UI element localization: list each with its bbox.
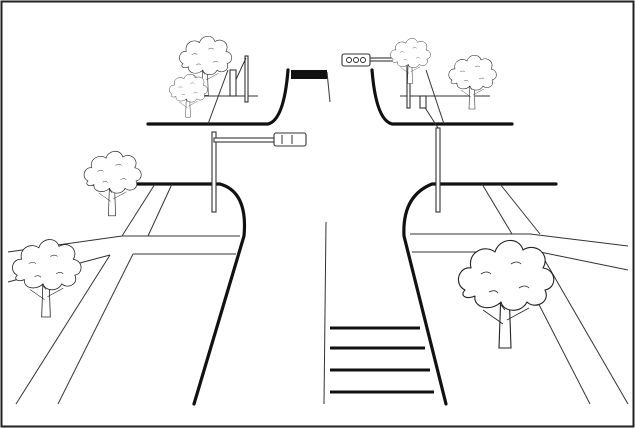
traffic-signal-icon — [274, 133, 306, 146]
signal-pole-icon — [436, 128, 440, 212]
traffic-signal-icon — [230, 70, 236, 96]
far-stop-bar — [291, 70, 327, 79]
signal-pole-icon — [212, 132, 216, 212]
traffic-signal-icon — [420, 96, 426, 108]
signal-arm — [214, 138, 276, 142]
signal-pole-icon — [245, 56, 248, 102]
